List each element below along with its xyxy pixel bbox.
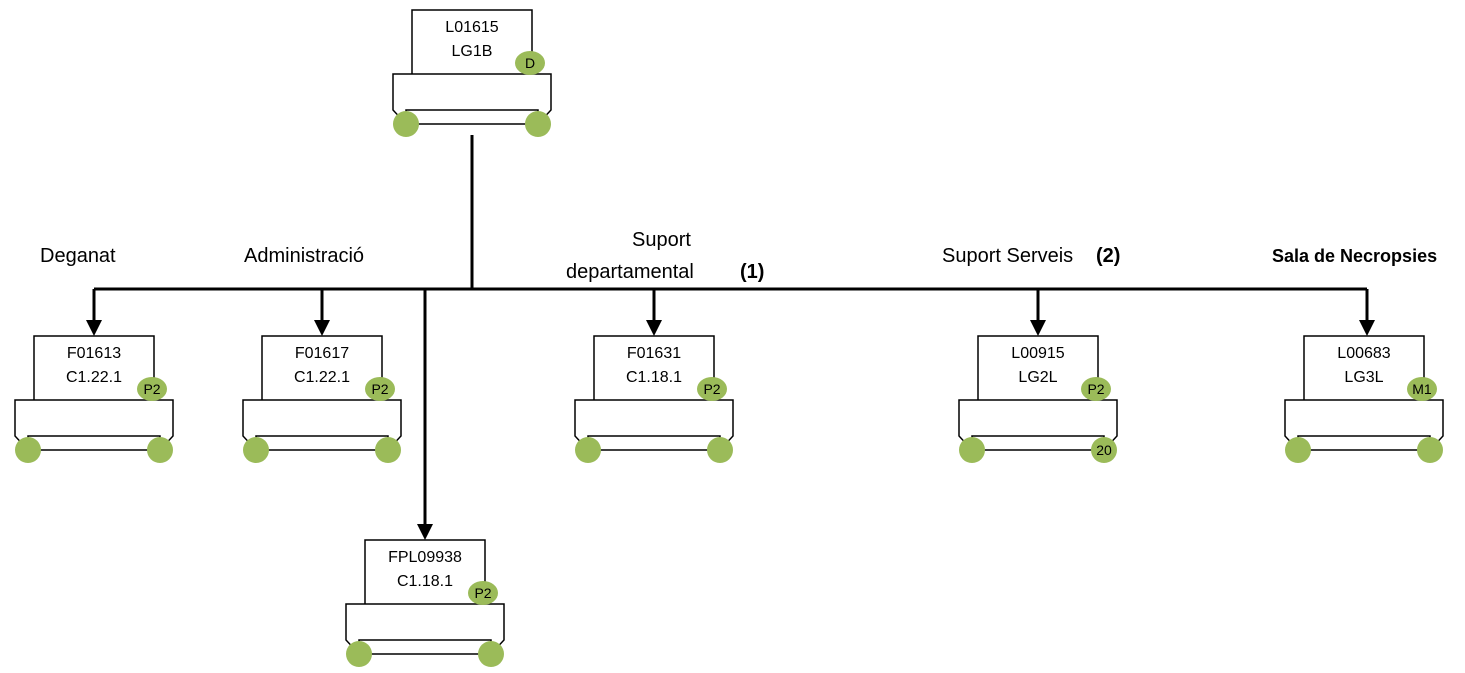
node-badge: P2 xyxy=(474,585,491,601)
badge-circle xyxy=(697,377,727,401)
left-roller xyxy=(346,641,372,667)
node-badge: P2 xyxy=(703,381,720,397)
node-code: L00683 xyxy=(1337,345,1390,362)
paper-sheet xyxy=(977,335,1099,403)
printer-body xyxy=(1284,399,1444,452)
paper-sheet xyxy=(593,335,715,403)
left-roller xyxy=(15,437,41,463)
node-badge: M1 xyxy=(1412,381,1432,397)
node-location: C1.22.1 xyxy=(66,369,122,386)
node-code: L01615 xyxy=(445,19,498,36)
badge-circle xyxy=(1081,377,1111,401)
node-location: LG2L xyxy=(1018,369,1057,386)
section-label-suport-serveis: Suport Serveis xyxy=(942,245,1073,267)
paper-sheet xyxy=(364,539,486,607)
paper-sheet xyxy=(33,335,155,403)
node-code: F01613 xyxy=(67,345,121,362)
section-label-suport-departamental-line2: departamental xyxy=(566,261,694,283)
printer-body xyxy=(958,399,1118,452)
node-location: LG3L xyxy=(1344,369,1383,386)
node-code: L00915 xyxy=(1011,345,1064,362)
right-roller xyxy=(147,437,173,463)
node-code: F01631 xyxy=(627,345,681,362)
node-badge: D xyxy=(525,55,535,71)
node-location: LG1B xyxy=(452,43,493,60)
node-badge: P2 xyxy=(143,381,160,397)
printer-body xyxy=(574,399,734,452)
badge-circle xyxy=(515,51,545,75)
right-roller xyxy=(1091,437,1117,463)
section-label-suport-serveis-suffix: (2) xyxy=(1096,245,1120,267)
node-code: FPL09938 xyxy=(388,549,462,566)
right-roller xyxy=(478,641,504,667)
node-badge: P2 xyxy=(371,381,388,397)
nodes-layer: L01615LG1BDF01613C1.22.1P2F01617C1.22.1P… xyxy=(14,9,1444,667)
badge-circle xyxy=(1407,377,1437,401)
printer-body xyxy=(14,399,174,452)
node-badge: P2 xyxy=(1087,381,1104,397)
right-roller xyxy=(1417,437,1443,463)
section-label-suport-departamental-suffix: (1) xyxy=(740,261,764,283)
right-roller xyxy=(707,437,733,463)
printer-body xyxy=(345,603,505,656)
paper-sheet xyxy=(261,335,383,403)
roller-label: 20 xyxy=(1096,442,1112,458)
arrows xyxy=(86,289,1375,540)
left-roller xyxy=(393,111,419,137)
badge-circle xyxy=(468,581,498,605)
left-roller xyxy=(575,437,601,463)
section-label-administracio: Administració xyxy=(244,245,364,267)
right-roller xyxy=(525,111,551,137)
left-roller xyxy=(959,437,985,463)
section-labels: Deganat Administració Suport departament… xyxy=(40,229,1437,283)
node-location: C1.22.1 xyxy=(294,369,350,386)
left-roller xyxy=(243,437,269,463)
printer-body xyxy=(242,399,402,452)
printer-body xyxy=(392,73,552,126)
left-roller xyxy=(1285,437,1311,463)
paper-sheet xyxy=(411,9,533,77)
node-location: C1.18.1 xyxy=(397,573,453,590)
paper-sheet xyxy=(1303,335,1425,403)
badge-circle xyxy=(137,377,167,401)
right-roller xyxy=(375,437,401,463)
section-label-sala-necropsies: Sala de Necropsies xyxy=(1272,246,1437,266)
section-label-deganat: Deganat xyxy=(40,245,116,267)
node-location: C1.18.1 xyxy=(626,369,682,386)
section-label-suport-departamental-line1: Suport xyxy=(632,229,691,251)
node-code: F01617 xyxy=(295,345,349,362)
connectors xyxy=(94,135,1367,291)
badge-circle xyxy=(365,377,395,401)
